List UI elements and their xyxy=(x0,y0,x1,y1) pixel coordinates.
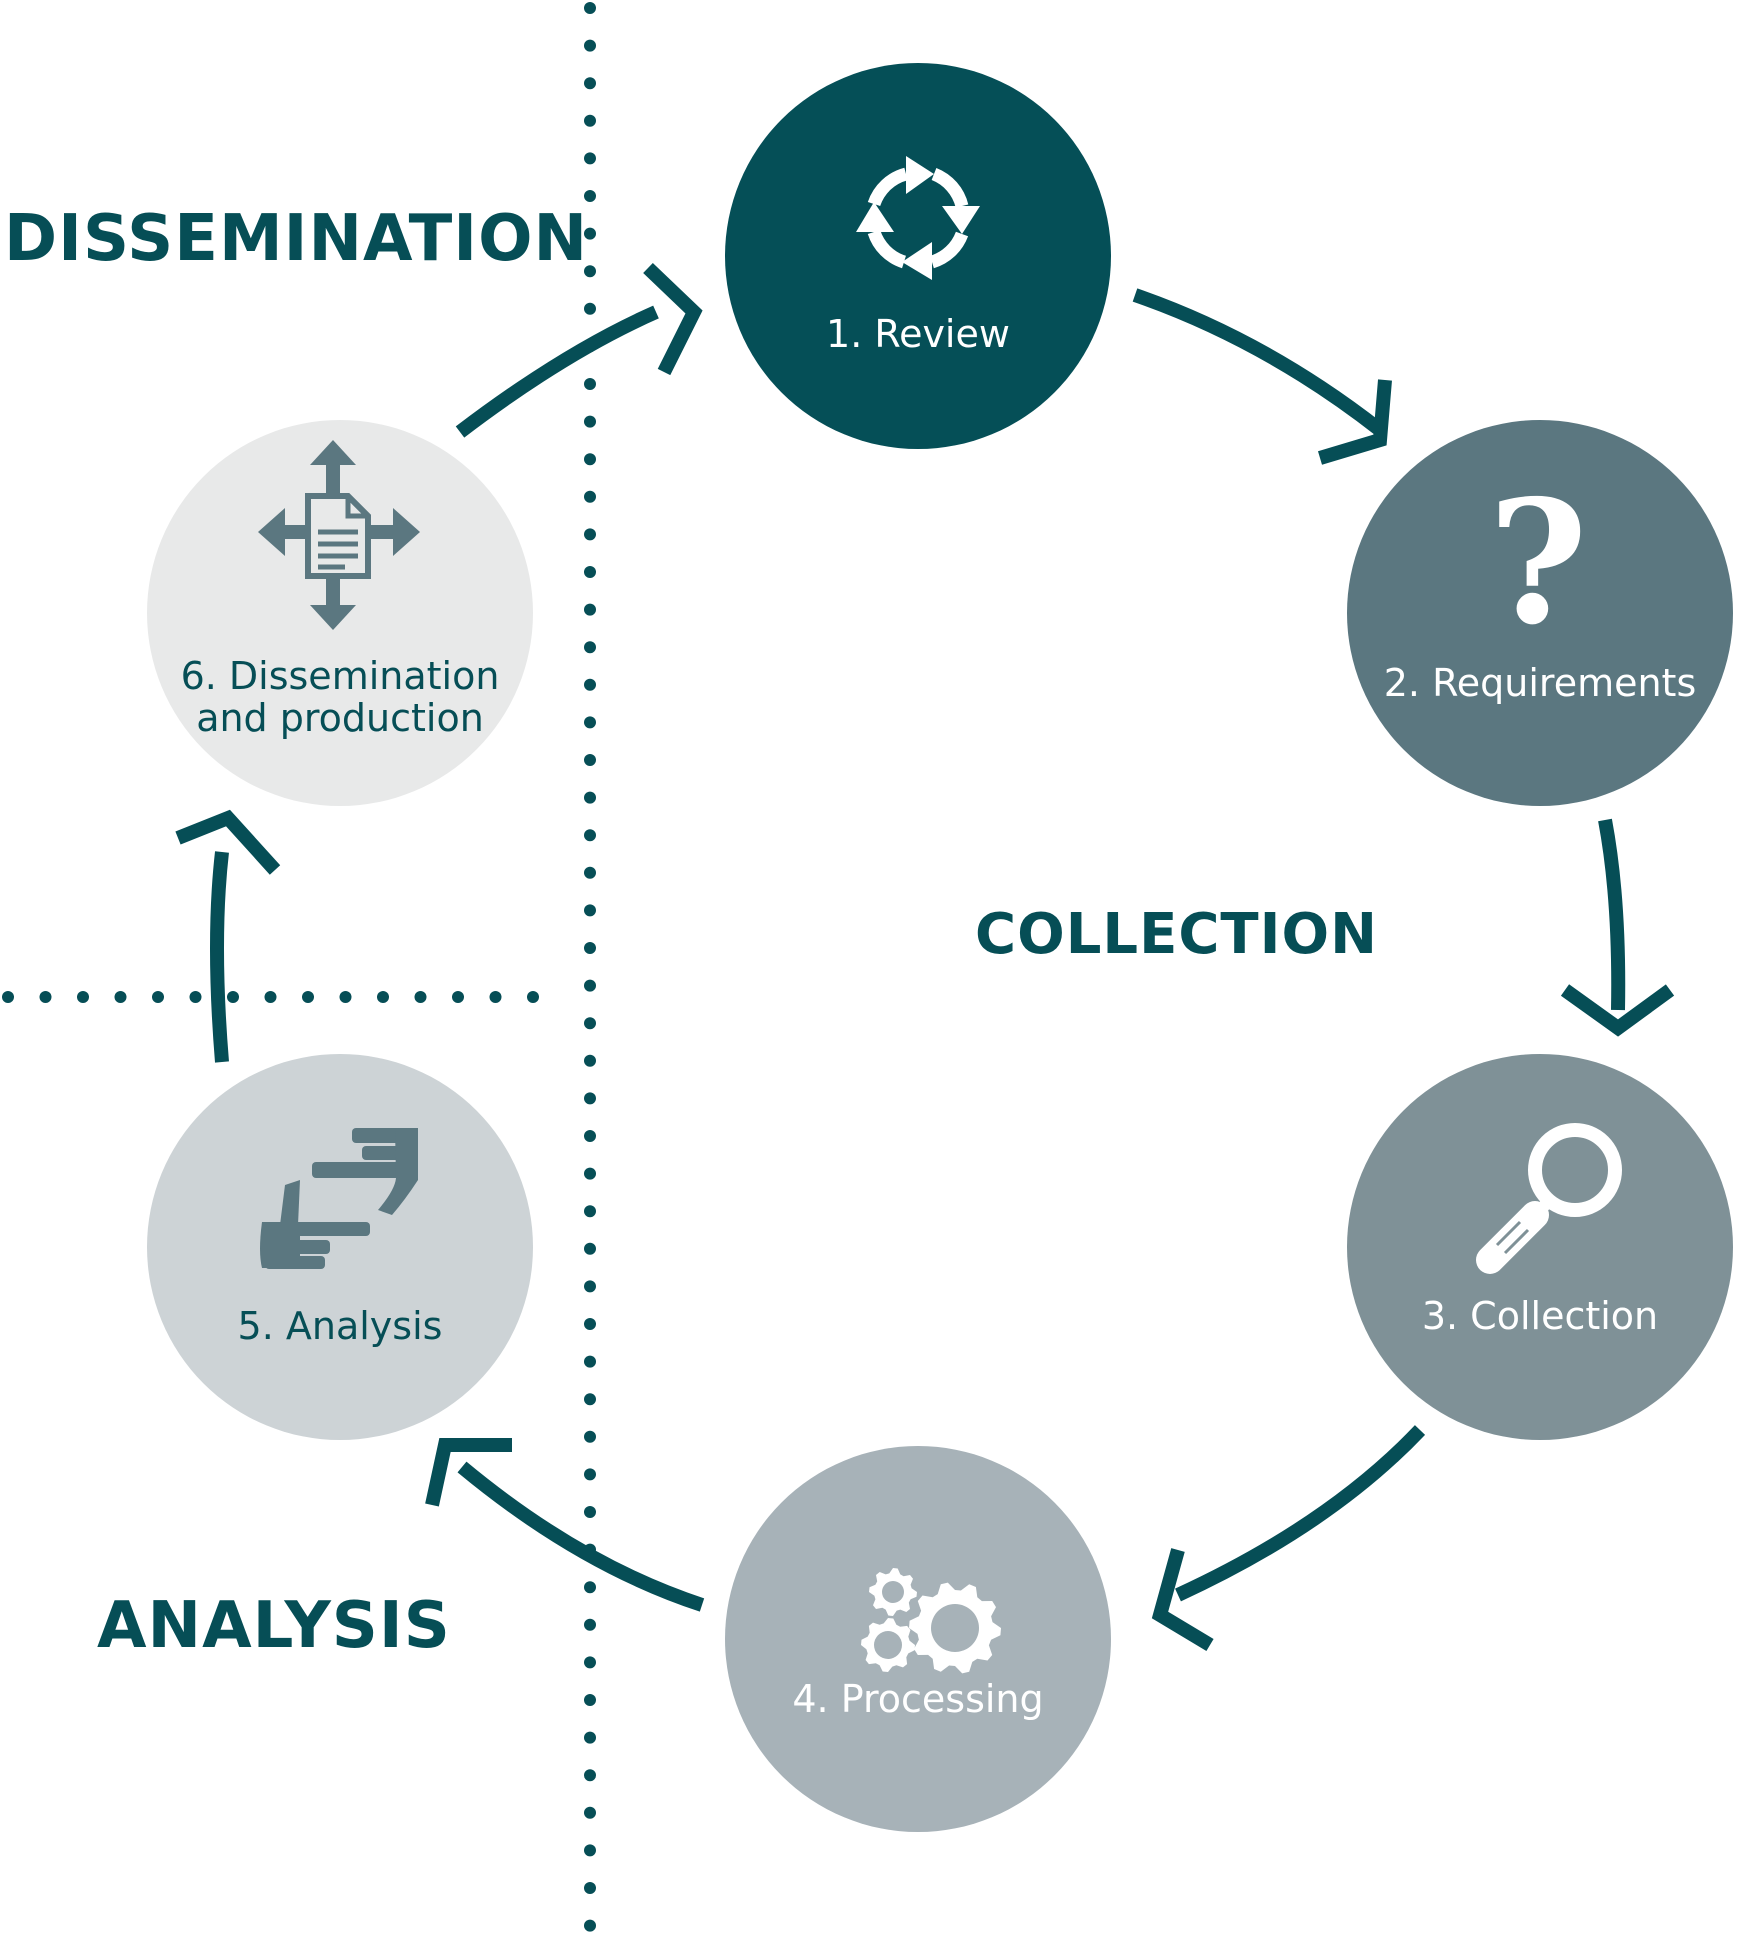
divider-dot xyxy=(584,1618,596,1631)
divider-dot xyxy=(584,265,596,278)
step-circle-collection: 3. Collection xyxy=(1347,1054,1733,1440)
arrow-review-to-requirements xyxy=(1132,288,1392,465)
section-label-dissemination: DISSEMINATION xyxy=(4,202,589,276)
divider-dot xyxy=(584,866,596,879)
divider-dot xyxy=(189,991,202,1003)
divider-dot xyxy=(584,152,596,165)
gears-icon xyxy=(861,1568,1001,1674)
divider-dot xyxy=(584,378,596,390)
step-circle-processing: 4. Processing xyxy=(725,1446,1111,1832)
divider-dot xyxy=(584,1806,596,1819)
divider-dot xyxy=(2,991,14,1003)
divider-dot xyxy=(584,678,596,691)
divider-dot xyxy=(527,991,539,1003)
divider-dot xyxy=(227,991,239,1003)
step-label-review: 1. Review xyxy=(826,312,1010,356)
divider-dot xyxy=(584,791,596,804)
divider-dot xyxy=(584,1242,596,1255)
divider-dot xyxy=(584,1844,596,1857)
divider-dot xyxy=(584,716,596,729)
divider-dot xyxy=(584,77,596,90)
divider-dot xyxy=(114,991,127,1003)
divider-dot xyxy=(584,1430,596,1443)
divider-dot xyxy=(584,1205,596,1218)
divider-dot xyxy=(584,453,596,466)
divider-dot xyxy=(264,991,277,1003)
divider-dot xyxy=(452,991,464,1003)
divider-dot xyxy=(584,641,596,654)
vertical-divider xyxy=(584,2,596,1932)
divider-dot xyxy=(584,1882,596,1894)
divider-dot xyxy=(584,415,596,428)
section-label-analysis: ANALYSIS xyxy=(97,1589,451,1663)
step-circle-requirements: 2. Requirements xyxy=(1347,420,1733,806)
divider-dot xyxy=(584,1393,596,1406)
divider-dot xyxy=(584,1656,596,1669)
divider-dot xyxy=(584,1130,596,1142)
divider-dot xyxy=(77,991,89,1003)
divider-dot xyxy=(584,1769,596,1782)
step-label-requirements: 2. Requirements xyxy=(1383,661,1697,705)
magnifying-glass-icon xyxy=(1476,1123,1622,1274)
divider-dot xyxy=(584,904,596,917)
arrow-dissemination-to-review xyxy=(455,262,703,438)
divider-dot xyxy=(584,1092,596,1105)
divider-dot xyxy=(39,991,52,1003)
section-label-collection: COLLECTION xyxy=(975,902,1378,967)
divider-dot xyxy=(584,1355,596,1368)
divider-dot xyxy=(584,1731,596,1744)
svg-text:?: ? xyxy=(1488,463,1588,663)
arrow-collection-to-processing xyxy=(1151,1425,1426,1652)
divider-dot xyxy=(584,1167,596,1180)
divider-dot xyxy=(584,979,596,992)
divider-dot xyxy=(377,991,389,1003)
divider-dot xyxy=(584,1581,596,1594)
divider-dot xyxy=(414,991,427,1003)
framing-hands-icon xyxy=(260,1128,418,1269)
divider-dot xyxy=(584,528,596,541)
divider-dot xyxy=(584,1468,596,1481)
arrow-requirements-to-collection xyxy=(1560,818,1675,1037)
divider-dot xyxy=(302,991,314,1003)
divider-dot xyxy=(584,1506,596,1518)
document-distribute-icon xyxy=(258,440,420,630)
dotted-dividers xyxy=(2,2,596,1932)
divider-dot xyxy=(584,566,596,578)
step-label-analysis: 5. Analysis xyxy=(237,1304,443,1348)
divider-dot xyxy=(584,227,596,240)
divider-dot xyxy=(584,1919,596,1932)
divider-dot xyxy=(584,1017,596,1030)
divider-dot xyxy=(489,991,502,1003)
divider-dot xyxy=(584,302,596,315)
horizontal-divider xyxy=(2,991,539,1003)
divider-dot xyxy=(584,1054,596,1067)
divider-dot xyxy=(584,1318,596,1330)
divider-dot xyxy=(584,190,596,202)
step-label-collection: 3. Collection xyxy=(1421,1294,1659,1338)
cycle-arrows xyxy=(175,262,1675,1652)
step-label-processing: 4. Processing xyxy=(792,1677,1044,1721)
divider-dot xyxy=(584,1694,596,1706)
divider-dot xyxy=(339,991,352,1003)
divider-dot xyxy=(152,991,164,1003)
divider-dot xyxy=(584,942,596,954)
divider-dot xyxy=(584,754,596,766)
arrow-processing-to-analysis xyxy=(425,1438,705,1612)
arrow-analysis-to-dissemination xyxy=(175,809,281,1063)
divider-dot xyxy=(584,39,596,52)
question-mark-icon: ? xyxy=(1488,463,1588,663)
divider-dot xyxy=(584,114,596,127)
divider-dot xyxy=(584,1280,596,1293)
step-circle-analysis: 5. Analysis xyxy=(147,1054,533,1440)
divider-dot xyxy=(584,490,596,503)
divider-dot xyxy=(584,829,596,842)
divider-dot xyxy=(584,2,596,14)
step-label-dissemination-and-production: 6. Dissemination and production xyxy=(180,654,500,740)
refresh-cycle-icon xyxy=(856,156,980,280)
divider-dot xyxy=(584,603,596,616)
